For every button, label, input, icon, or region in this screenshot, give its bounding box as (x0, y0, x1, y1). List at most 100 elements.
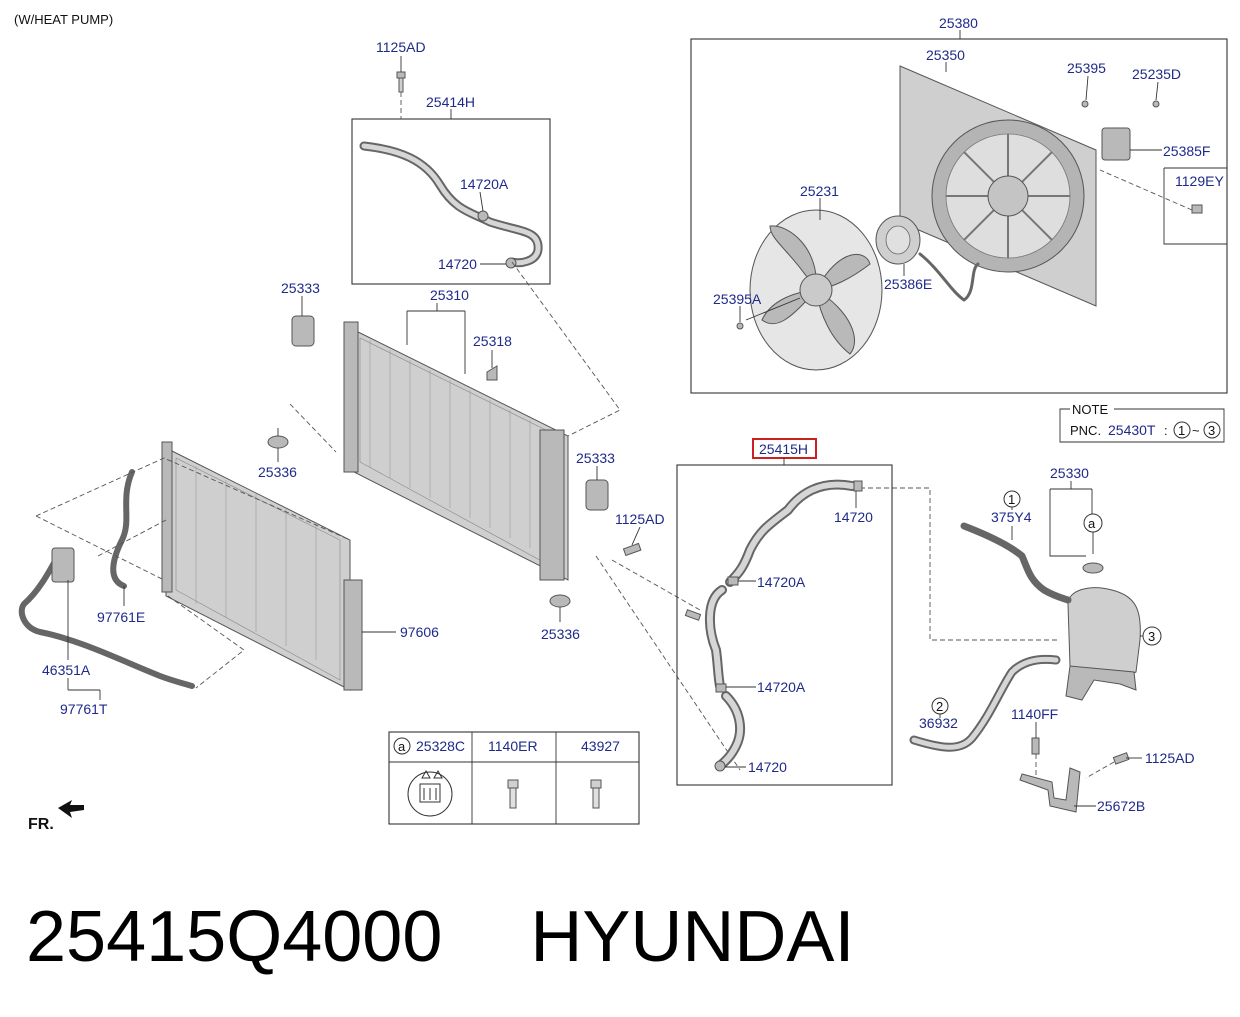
front-label: FR. (28, 816, 54, 833)
note-range-end: 3 (1208, 423, 1215, 438)
callout-25318: 25318 (473, 333, 512, 349)
hose-25415H[interactable] (684, 479, 857, 771)
callout-14720A-r2: 14720A (757, 679, 806, 695)
callout-25415H: 25415H (759, 441, 808, 457)
clamp-14720A-r2[interactable] (715, 683, 727, 693)
callout-97761E: 97761E (97, 609, 145, 625)
front-arrow-icon (58, 800, 84, 818)
clamp-14720-r2[interactable] (714, 760, 726, 772)
bracket-25318[interactable] (486, 365, 498, 381)
legend-col3: 43927 (581, 738, 620, 754)
bolt-1140ER-icon (507, 779, 519, 809)
pipe-97761T[interactable] (18, 549, 195, 689)
marker-3: 3 (1148, 629, 1155, 644)
callout-25336-bottom: 25336 (541, 626, 580, 642)
callout-25235D: 25235D (1132, 66, 1181, 82)
note-pnc-label: PNC. (1070, 423, 1101, 438)
callout-1125AD-top: 1125AD (376, 39, 426, 55)
callout-14720A-r1: 14720A (757, 574, 806, 590)
legend-col1: 25328C (416, 738, 465, 754)
header-note: (W/HEAT PUMP) (14, 12, 113, 27)
bracket-46351A[interactable] (51, 547, 75, 583)
bolt-1125AD-mid[interactable] (622, 542, 642, 557)
motor-25386E[interactable] (875, 215, 980, 302)
mount-25333-left[interactable] (291, 315, 315, 347)
callout-14720-top: 14720 (438, 256, 477, 272)
screw-25395A[interactable] (736, 322, 744, 330)
callout-14720A-top: 14720A (460, 176, 509, 192)
clamp-14720A-r1[interactable] (727, 576, 739, 586)
module-25385F[interactable] (1101, 127, 1131, 161)
callout-25333-right: 25333 (576, 450, 615, 466)
callout-97606: 97606 (400, 624, 439, 640)
callout-14720-r2: 14720 (748, 759, 787, 775)
callout-25380: 25380 (939, 15, 978, 31)
pipe-97761E[interactable] (110, 469, 135, 589)
part-number: 25415Q4000 (26, 897, 443, 977)
callout-375Y4: 375Y4 (991, 509, 1032, 525)
bolt-1125AD-top[interactable] (396, 71, 406, 93)
note-range-start: 1 (1178, 423, 1185, 438)
screw-25395[interactable] (1081, 100, 1089, 108)
legend-table: a 25328C 1140ER 43927 (388, 731, 640, 825)
callout-36932: 36932 (919, 715, 958, 731)
marker-a-cap: a (1088, 516, 1096, 531)
callout-25350: 25350 (926, 47, 965, 63)
callout-25330: 25330 (1050, 465, 1089, 481)
warning-label-icon (407, 769, 453, 817)
callout-25414H: 25414H (426, 94, 475, 110)
marker-1: 1 (1008, 492, 1015, 507)
callout-25310: 25310 (430, 287, 469, 303)
note-pnc-value: 25430T (1108, 422, 1156, 438)
callout-46351A: 46351A (42, 662, 91, 678)
brand-name: HYUNDAI (530, 897, 855, 977)
clamp-14720-top[interactable] (505, 257, 517, 269)
callout-14720-r1: 14720 (834, 509, 873, 525)
upper-hose-group (351, 56, 551, 285)
fan-25231[interactable] (749, 209, 883, 371)
part-caption: 25415Q4000 HYUNDAI (26, 892, 854, 982)
note-box: NOTE PNC. 25430T : 1 ~ 3 (1059, 402, 1225, 443)
note-tilde: ~ (1192, 423, 1200, 438)
callout-25386E: 25386E (884, 276, 932, 292)
callout-25336-left: 25336 (258, 464, 297, 480)
radiator-25310[interactable] (343, 321, 569, 581)
hose-25414H[interactable] (359, 141, 543, 268)
note-colon: : (1164, 423, 1168, 438)
fan-assembly-box (690, 38, 1228, 394)
callout-1140FF: 1140FF (1011, 706, 1058, 722)
callout-97761T: 97761T (60, 701, 108, 717)
legend-marker: a (398, 739, 406, 754)
bracket-25672B[interactable] (1019, 767, 1081, 813)
legend-col2: 1140ER (488, 738, 538, 754)
callout-25333-left: 25333 (281, 280, 320, 296)
callout-1129EY: 1129EY (1175, 173, 1224, 189)
clamp-14720A-top[interactable] (477, 210, 489, 222)
note-title: NOTE (1072, 402, 1108, 417)
callout-1125AD-right: 1125AD (1145, 750, 1195, 766)
part-highlight-box (752, 438, 817, 459)
marker-2: 2 (936, 699, 943, 714)
hose-25415H-box (676, 464, 893, 786)
bolt-1125AD-right[interactable] (1112, 752, 1130, 765)
callout-25395A: 25395A (713, 291, 762, 307)
screw-25235D[interactable] (1152, 100, 1160, 108)
mount-25336-left[interactable] (267, 435, 289, 449)
screw-43927-icon (590, 779, 602, 809)
callout-1125AD-mid: 1125AD (615, 511, 665, 527)
hose-375Y4[interactable] (960, 522, 1072, 604)
callout-25231: 25231 (800, 183, 839, 199)
callout-25385F: 25385F (1163, 143, 1210, 159)
cap-25330[interactable] (1082, 562, 1104, 574)
mount-25333-right[interactable] (585, 479, 609, 511)
condenser-97606[interactable] (161, 441, 363, 691)
reservoir-tank[interactable] (1065, 587, 1141, 701)
clamp-14720-r1[interactable] (853, 480, 863, 492)
bolt-1129EY[interactable] (1191, 204, 1203, 214)
bolt-1140FF[interactable] (1031, 737, 1040, 755)
mount-25336-bottom[interactable] (549, 594, 571, 608)
shroud-25350[interactable] (899, 65, 1097, 307)
callout-25672B: 25672B (1097, 798, 1145, 814)
callout-25395: 25395 (1067, 60, 1106, 76)
